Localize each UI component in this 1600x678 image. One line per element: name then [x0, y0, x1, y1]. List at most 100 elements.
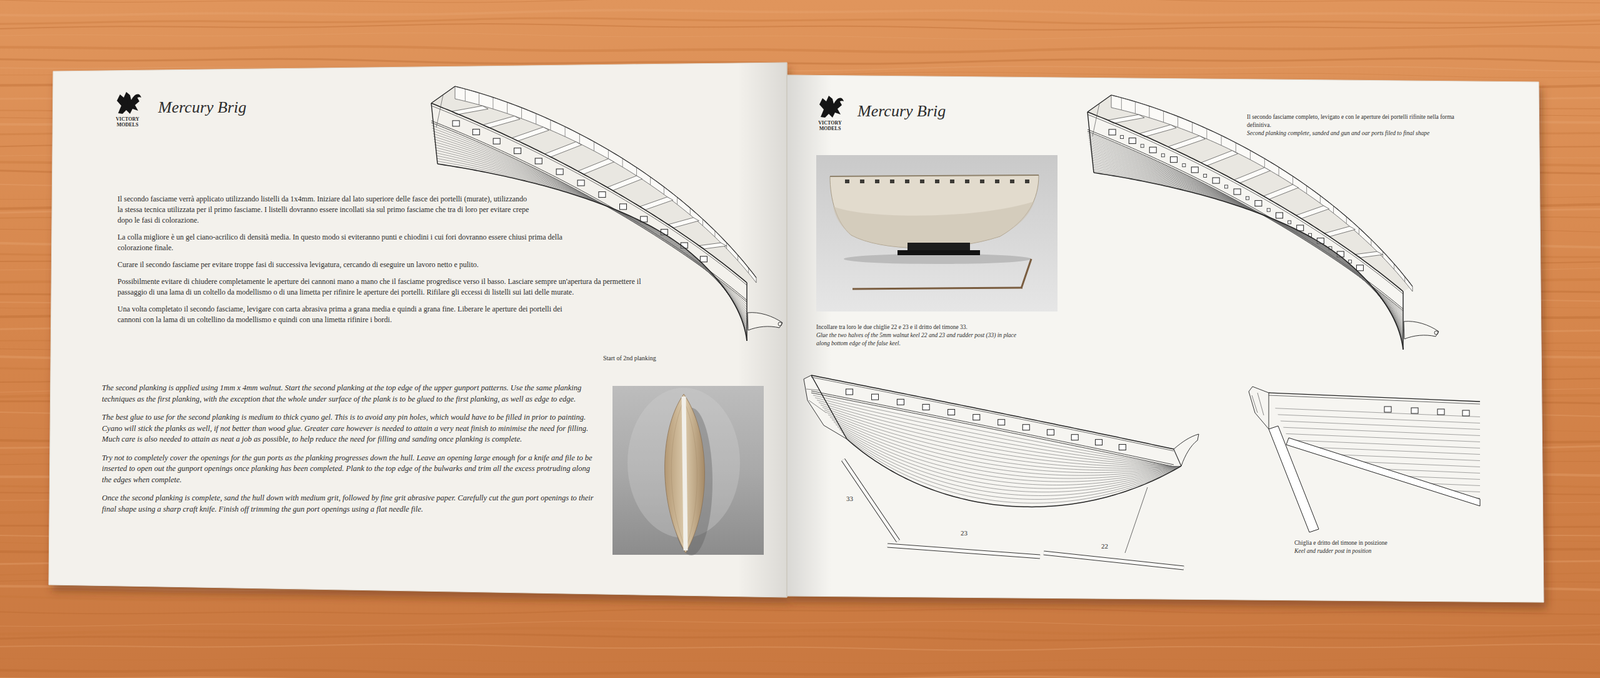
- bulwark-inner: [455, 86, 757, 283]
- photo-port: [935, 179, 940, 184]
- page-title: Mercury Brig: [857, 101, 946, 121]
- photo-shadow: [843, 253, 1032, 264]
- transom: [431, 103, 438, 164]
- plank-line: [1250, 413, 1488, 424]
- stanchion: [565, 126, 566, 137]
- photo-hull: [830, 175, 1039, 249]
- plank-line: [1250, 475, 1488, 486]
- oar-port: [1161, 153, 1165, 157]
- stanchion: [1370, 239, 1372, 246]
- detail-drawing: [1248, 386, 1488, 532]
- gun-port: [1108, 129, 1116, 135]
- grain-line: [0, 608, 1600, 614]
- gutter-line: [786, 62, 787, 597]
- photo-hull-edge: [830, 175, 1039, 177]
- transom: [811, 375, 847, 439]
- oar-port: [1225, 185, 1229, 189]
- gun-port: [493, 138, 500, 144]
- grain-line: [0, 627, 1600, 634]
- plank-line: [1250, 419, 1488, 430]
- figure-caption: Incollare tra loro le due chiglie 22 e 2…: [816, 323, 1023, 332]
- gun-port: [514, 148, 522, 154]
- deck-beam: [607, 175, 643, 191]
- instruction-paragraph: The second planking is applied using 1mm…: [101, 382, 596, 405]
- stanchion: [1264, 158, 1265, 168]
- photo-hull: [665, 393, 705, 553]
- stanchion: [1148, 106, 1150, 119]
- photo-port: [905, 179, 910, 184]
- hull-side: [811, 375, 1182, 507]
- stanchion: [702, 218, 704, 226]
- stanchion: [492, 97, 494, 110]
- photo-port: [950, 179, 955, 184]
- gunwale: [1087, 111, 1404, 292]
- plank-line: [1250, 425, 1488, 436]
- stanchion: [1393, 263, 1395, 270]
- gun-port: [598, 191, 606, 198]
- deck-beam: [1168, 135, 1205, 150]
- gun-port: [896, 398, 904, 405]
- gun-port: [998, 419, 1005, 425]
- figure-caption: Il secondo fasciame completo, levigato e…: [1246, 113, 1479, 130]
- gun-port: [1071, 434, 1079, 440]
- plank-line: [1090, 152, 1404, 331]
- wale: [1087, 129, 1404, 309]
- side-hull-drawing: [803, 375, 1199, 568]
- wale: [811, 392, 1174, 467]
- stanchion: [1135, 101, 1136, 114]
- oar-port: [1120, 135, 1124, 139]
- transom: [1087, 111, 1094, 173]
- figure-caption: Chiglia e dritto del timone in posizione: [1294, 538, 1388, 547]
- photo-port: [875, 179, 880, 184]
- stem: [1402, 291, 1404, 350]
- gun-port: [1149, 146, 1157, 153]
- stanchion: [1163, 111, 1164, 123]
- page-title: Mercury Brig: [158, 98, 247, 117]
- stanchion: [465, 88, 466, 102]
- stanchion: [608, 150, 609, 159]
- grain-line: [0, 0, 1600, 4]
- grain-line: [0, 10, 1600, 15]
- stanchion: [550, 120, 551, 130]
- left-page: [48, 62, 787, 597]
- deck-beam: [1324, 226, 1355, 237]
- stanchion: [506, 102, 508, 114]
- stanchion: [1346, 216, 1347, 224]
- oar-port: [1203, 173, 1207, 177]
- plank-line: [839, 428, 1180, 492]
- deck-beam: [668, 217, 699, 228]
- gun-port: [1170, 156, 1178, 163]
- plank-line: [826, 411, 1177, 470]
- plank-line: [818, 402, 1176, 467]
- gun-port: [1022, 424, 1030, 430]
- instruction-paragraph: Il secondo fasciame verrà applicato util…: [117, 193, 530, 226]
- plank-line: [824, 409, 1177, 468]
- gun-port: [1411, 407, 1419, 414]
- gun-port: [1437, 408, 1445, 415]
- keel-part: [1043, 552, 1184, 568]
- photo-stand: [897, 250, 980, 255]
- scroll: [778, 321, 782, 326]
- gun-port: [846, 388, 854, 395]
- logo-text: VICTORY MODELS: [816, 120, 844, 132]
- logo-detail: [825, 103, 830, 109]
- plank-line: [845, 436, 1181, 503]
- logo-emblem: [819, 95, 844, 118]
- stanchion: [636, 167, 637, 176]
- photo-port: [860, 179, 865, 184]
- photo-port: [845, 179, 850, 184]
- figurehead: [1173, 433, 1199, 466]
- stern-post: [1092, 103, 1100, 137]
- hull-bottom: [846, 438, 1182, 507]
- plank-line: [1090, 147, 1404, 326]
- stanchion: [1320, 195, 1321, 204]
- stern-gallery: [803, 375, 847, 439]
- grain-line: [0, 668, 1600, 674]
- keel-part-face: [1043, 552, 1184, 568]
- gun-port: [1233, 188, 1241, 195]
- far-gunwale: [455, 86, 757, 278]
- stanchion: [622, 158, 624, 167]
- photo-port: [980, 179, 985, 184]
